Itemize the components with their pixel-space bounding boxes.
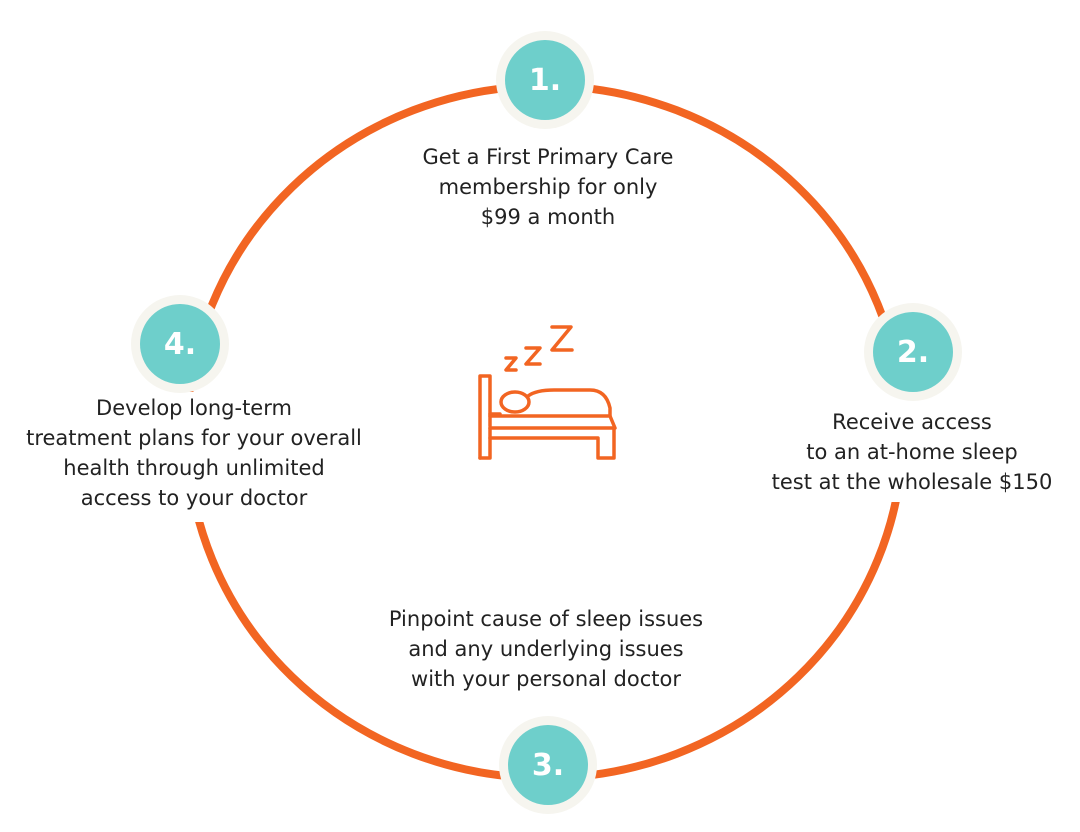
sleeper-head xyxy=(499,390,531,414)
step-1-description: Get a First Primary Care membership for … xyxy=(378,142,718,232)
step-4-line-2: treatment plans for your overall xyxy=(26,426,362,450)
bed-left-leg xyxy=(478,436,492,460)
step-1-line-1: Get a First Primary Care xyxy=(422,145,674,169)
step-1-line-3: $99 a month xyxy=(480,205,616,229)
z-small-icon xyxy=(504,356,518,372)
step-3-line-3: with your personal doctor xyxy=(411,667,681,691)
step-1-line-2: membership for only xyxy=(438,175,658,199)
step-4-badge: 4. xyxy=(140,304,220,384)
step-2-line-3: test at the wholesale $150 xyxy=(771,470,1053,494)
step-4-line-4: access to your doctor xyxy=(80,486,308,510)
step-1-badge: 1. xyxy=(505,40,585,120)
bed-frame xyxy=(488,426,616,460)
bed-blanket xyxy=(488,388,612,418)
z-medium-icon xyxy=(524,346,542,366)
step-2-line-2: to an at-home sleep xyxy=(806,440,1018,464)
step-3-description: Pinpoint cause of sleep issues and any u… xyxy=(366,604,726,694)
step-4-line-1: Develop long-term xyxy=(96,396,292,420)
ring-gap-right xyxy=(870,392,940,502)
z-large-icon xyxy=(550,325,574,352)
step-2-description: Receive access to an at-home sleep test … xyxy=(752,407,1072,497)
step-2-badge: 2. xyxy=(873,312,953,392)
sleeping-in-bed-icon xyxy=(478,325,617,460)
bed-headboard xyxy=(478,374,492,460)
step-3-line-2: and any underlying issues xyxy=(408,637,684,661)
step-4-line-3: health through unlimited xyxy=(63,456,325,480)
step-4-description: Develop long-term treatment plans for yo… xyxy=(6,393,382,513)
step-3-line-1: Pinpoint cause of sleep issues xyxy=(388,607,704,631)
step-2-line-1: Receive access xyxy=(832,410,992,434)
ring-gap-left xyxy=(150,392,220,522)
bed-mattress xyxy=(488,414,617,430)
step-3-badge: 3. xyxy=(508,725,588,805)
